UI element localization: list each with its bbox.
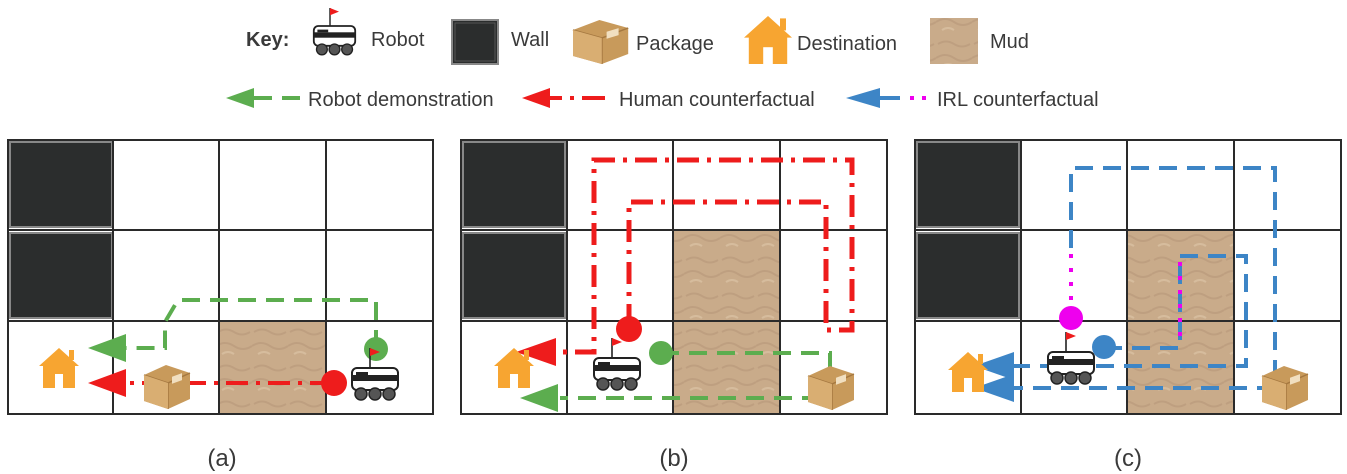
panel-caption-c: (c) [1114,445,1142,472]
legend-package-label: Package [636,33,714,55]
irl-counterfactual-path [974,166,1277,402]
wall-cell [462,232,566,319]
wall-cell [916,141,1020,228]
wall-cell [9,141,113,228]
grid [914,139,1342,415]
panel-caption-b: (b) [659,445,688,472]
wall-cell [462,141,566,228]
mud-cell [674,231,779,414]
legend-wall-icon [451,19,499,65]
panel-b: (b) [460,139,888,472]
legend-house-icon [744,16,792,64]
legend-irl-cf-line [846,88,926,108]
panel-c: (c) [914,139,1342,472]
mud-cell [220,322,325,414]
human-counterfactual-path [516,157,855,366]
legend-mud-label: Mud [990,31,1029,53]
legend-robot-demo-label: Robot demonstration [308,89,494,111]
legend-irl-cf-label: IRL counterfactual [937,89,1099,111]
wall-cell [9,232,113,319]
panel-caption-a: (a) [207,445,236,472]
wall-cell [916,232,1020,319]
irl-dotted-segments [1059,254,1182,340]
panel-a: (a) [7,139,434,472]
legend-destination-label: Destination [797,33,897,55]
legend-mud-icon [930,18,978,64]
grid [7,139,434,415]
legend-robot-icon [312,7,357,56]
legend-robot-label: Robot [371,29,425,51]
legend-human-cf-line [522,88,605,108]
legend: Key: Robot Wall Package Destination Mud … [226,7,1099,111]
grid [460,139,888,415]
legend-title: Key: [246,29,289,51]
legend-robot-demo-line [226,88,300,108]
robot-demonstration-path [520,341,832,412]
legend-wall-label: Wall [511,29,549,51]
legend-package-icon [572,19,630,65]
legend-human-cf-label: Human counterfactual [619,89,815,111]
